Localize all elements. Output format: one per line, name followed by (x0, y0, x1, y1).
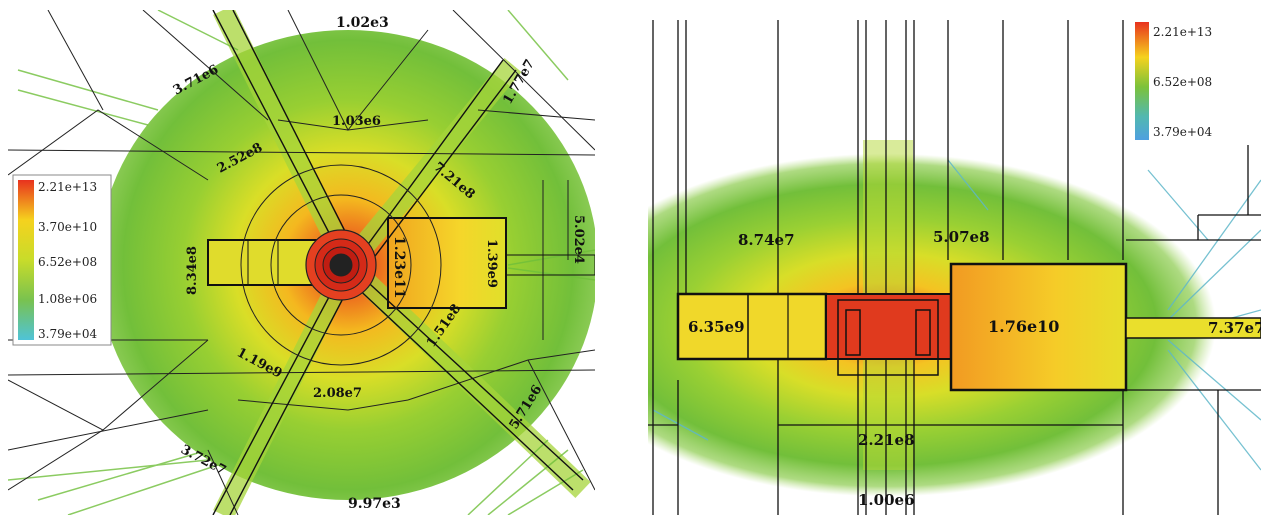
east-duct (505, 254, 595, 276)
core-center (329, 253, 353, 277)
legend-label: 6.52e+08 (1153, 75, 1212, 89)
west-beam-box (676, 292, 828, 361)
legend-label: 1.08e+06 (38, 292, 97, 306)
outer-ring (270, 194, 412, 336)
label-center: 1.23e11 (391, 236, 407, 299)
legend-box (1130, 20, 1261, 145)
label-upper-left: 8.74e7 (738, 231, 795, 249)
legend-colorbar (1135, 22, 1149, 140)
streaks (8, 10, 595, 515)
left-legend: 2.21e+13 3.70e+10 6.52e+08 1.08e+06 3.79… (12, 174, 112, 346)
legend-label: 3.79e+04 (1153, 125, 1213, 139)
label-ring-n: 1.03e6 (332, 114, 381, 129)
core-slabs (837, 299, 939, 376)
label-east-beam: 1.39e9 (484, 239, 499, 288)
legend-label: 3.79e+04 (38, 327, 98, 341)
label-far-east: 5.02e4 (571, 215, 586, 264)
core-block (825, 293, 952, 360)
label-west-beam: 6.35e9 (688, 318, 745, 336)
geometry-outline (8, 10, 595, 515)
legend-colorbar (18, 180, 34, 340)
right-dose-map: 2.21e+13 6.52e+08 3.79e+04 8.74e7 5.07e8… (648, 20, 1261, 515)
middle-ring (240, 164, 442, 366)
legend-label: 3.70e+10 (38, 220, 97, 234)
label-upper-right: 5.07e8 (933, 228, 990, 246)
label-top: 1.02e3 (336, 15, 389, 31)
right-dose-map-panel: 2.21e+13 6.52e+08 3.79e+04 8.74e7 5.07e8… (648, 20, 1261, 515)
label-below-center: 2.21e8 (858, 431, 915, 449)
west-beam-box (207, 239, 324, 286)
east-block (949, 262, 1128, 392)
legend-label: 6.52e+08 (38, 255, 97, 269)
right-legend: 2.21e+13 6.52e+08 3.79e+04 (1130, 20, 1261, 145)
label-far-east: 7.37e7 (1208, 319, 1261, 337)
east-beam-box (387, 217, 507, 309)
label-west-beam: 8.34e8 (185, 246, 200, 295)
label-bottom: 9.97e3 (348, 496, 401, 512)
legend-label: 2.21e+13 (1153, 25, 1212, 39)
streaks (652, 159, 1261, 471)
label-bottom: 1.00e6 (858, 491, 915, 509)
label-ring-s: 2.08e7 (313, 386, 362, 401)
legend-label: 2.21e+13 (38, 180, 97, 194)
left-dose-map: 2.21e+13 3.70e+10 6.52e+08 1.08e+06 3.79… (8, 10, 595, 515)
east-duct (1125, 317, 1261, 339)
left-dose-map-panel: 2.21e+13 3.70e+10 6.52e+08 1.08e+06 3.79… (8, 10, 595, 515)
label-east-block: 1.76e10 (988, 317, 1059, 336)
